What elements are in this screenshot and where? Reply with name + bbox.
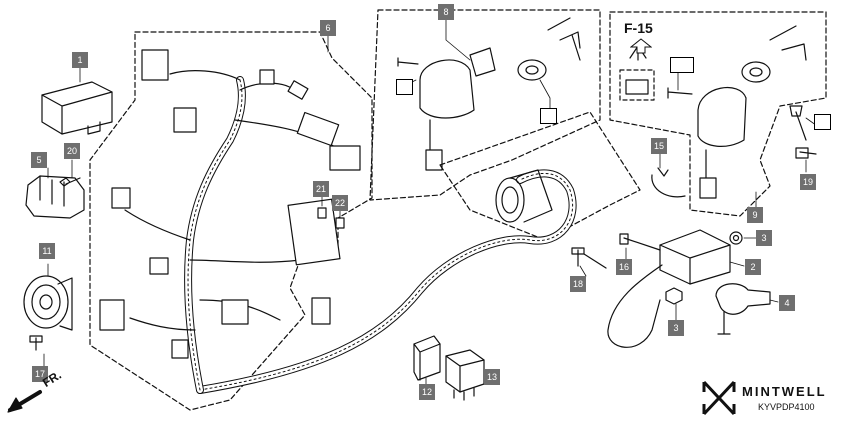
reference-box [814,114,831,130]
callout-part-18: 18 [570,276,586,292]
section-reference: F-15 [624,20,653,36]
callout-part-9: 9 [747,207,763,223]
part-3-nut [665,231,743,305]
harness-socket-housing [495,169,553,223]
callout-part-5: 5 [31,152,47,168]
diagram-code: KYVPDP4100 [758,402,815,412]
callout-part-2: 2 [745,259,761,275]
callout-part-12: 12 [419,384,435,400]
callout-part-13: 13 [484,369,500,385]
callout-part-22: 22 [332,195,348,211]
callout-part-21: 21 [313,181,329,197]
part-2-ignition-coil [607,229,731,348]
callout-part-8: 8 [438,4,454,20]
reference-box [396,79,413,95]
part-16-bolt [619,233,661,251]
part-17-bolt [29,335,43,351]
arrow-up-icon [630,38,652,54]
callout-part-4: 4 [779,295,795,311]
part-18-bolt [571,247,607,269]
reference-box [670,57,694,73]
leader-lines [43,19,821,385]
part-12-relay [413,335,441,381]
group-frames [89,9,827,411]
mintwell-logo-icon [702,380,736,416]
part-4-spark-plug-cap [715,283,771,335]
reference-box [540,108,557,124]
part-9-ignition-switch [619,25,807,199]
part-20-bolt [59,177,81,187]
callout-part-3-nut: 3 [668,320,684,336]
callout-part-11: 11 [39,243,55,259]
part-11-horn [23,275,73,331]
part-19-key [789,105,817,159]
front-arrow-icon [7,390,42,413]
callout-part-6: 6 [320,20,336,36]
part-8-ignition-switch [397,17,581,171]
callout-part-16: 16 [616,259,632,275]
callout-part-3-washer: 3 [756,230,772,246]
callout-part-15: 15 [651,138,667,154]
part-1-control-unit [41,81,113,135]
part-15-clamp [651,167,686,198]
callout-part-19: 19 [800,174,816,190]
callout-part-20: 20 [64,143,80,159]
part-5-fuse-box [25,175,85,219]
callout-part-1: 1 [72,52,88,68]
brand-name: MINTWELL [742,384,827,399]
callout-part-17: 17 [32,366,48,382]
part-6-wire-harness [99,49,577,394]
part-13-relay [445,349,485,401]
